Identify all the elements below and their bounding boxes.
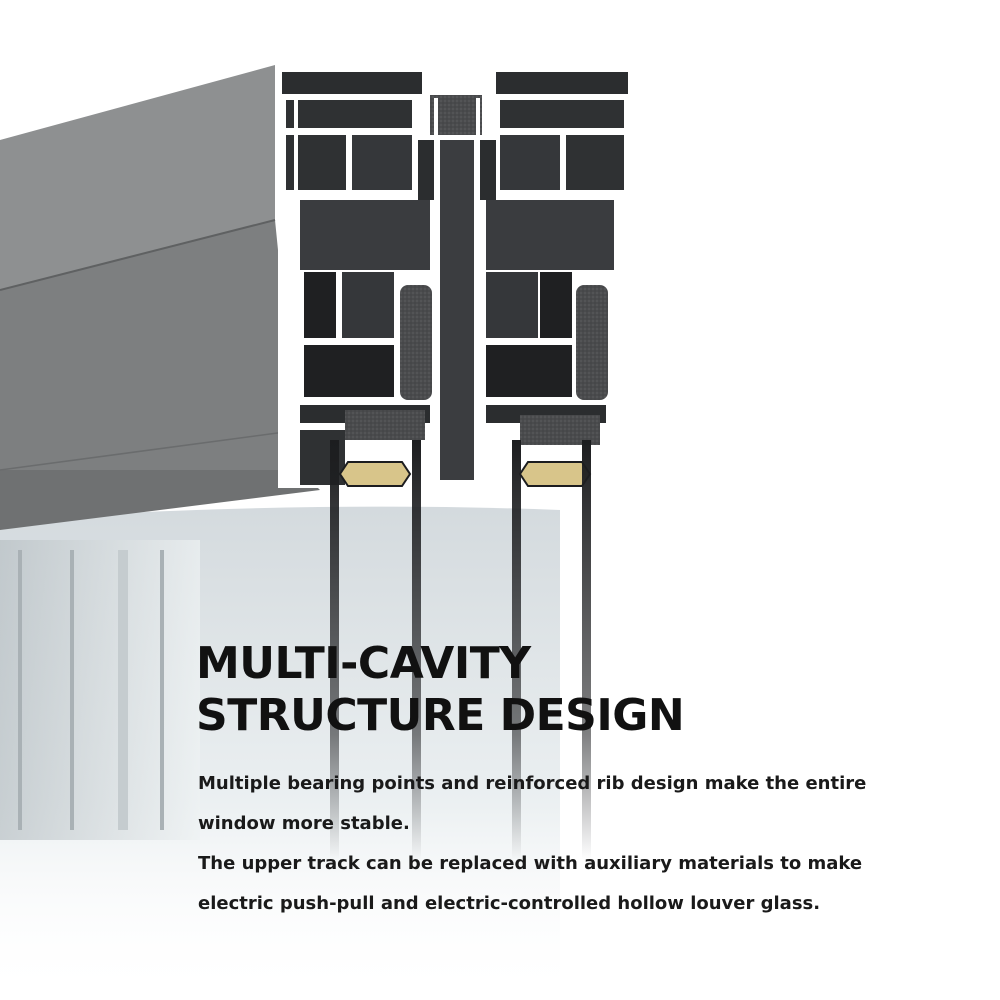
description-line-3: The upper track can be replaced with aux… xyxy=(198,853,863,874)
headline: MULTI-CAVITY STRUCTURE DESIGN xyxy=(196,638,685,742)
description-line-1: Multiple bearing points and reinforced r… xyxy=(198,773,867,794)
window-glass-area xyxy=(0,506,560,1000)
glass-pane-edges xyxy=(330,440,591,860)
frame-housing xyxy=(0,65,320,530)
description: Multiple bearing points and reinforced r… xyxy=(198,764,958,924)
aluminium-profile-cross-section xyxy=(278,68,630,488)
description-line-4: electric push-pull and electric-controll… xyxy=(198,893,821,914)
headline-line-2: STRUCTURE DESIGN xyxy=(196,690,685,741)
description-line-2: window more stable. xyxy=(198,813,410,834)
headline-line-1: MULTI-CAVITY xyxy=(196,638,531,689)
